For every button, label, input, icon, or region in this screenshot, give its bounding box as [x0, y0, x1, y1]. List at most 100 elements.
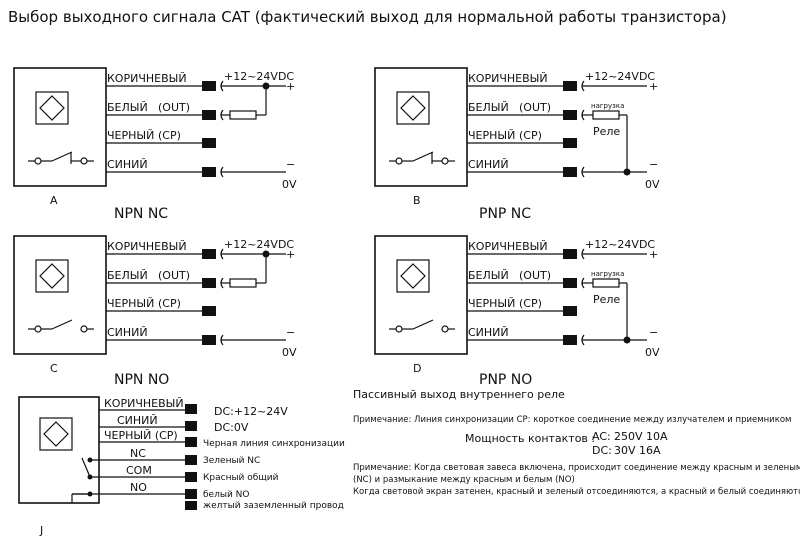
- wire-label-black: ЧЕРНЫЙ: [468, 297, 515, 310]
- relay-label: Реле: [593, 125, 620, 138]
- terminal: [185, 404, 197, 414]
- terminal: [202, 81, 216, 91]
- wire-label-white: БЕЛЫЙ: [107, 269, 148, 282]
- plus-sign: +: [286, 248, 295, 261]
- terminal: [202, 335, 216, 345]
- diagram-letter: C: [50, 362, 58, 375]
- terminal: [185, 489, 197, 499]
- wire-label-cp: (CP): [158, 129, 181, 142]
- terminal: [185, 421, 197, 431]
- wire-label-out: (OUT): [519, 101, 551, 114]
- wire-label-white: БЕЛЫЙ: [468, 101, 509, 114]
- j-green-nc: Зеленый NC: [203, 456, 260, 466]
- diagram-letter: J: [39, 524, 43, 537]
- zero-volt-label: 0V: [282, 346, 297, 359]
- load-resistor: [229, 278, 257, 288]
- minus-sign: −: [649, 326, 658, 339]
- relay-label: Реле: [593, 293, 620, 306]
- note-sync-line: Примечание: Линия синхронизации CP: коро…: [353, 415, 791, 425]
- wire-label-white: БЕЛЫЙ: [468, 269, 509, 282]
- wire-label-white: БЕЛЫЙ: [107, 101, 148, 114]
- j-white-no: белый NO: [203, 490, 249, 500]
- note-line-1: Примечание: Когда световая завеса включе…: [353, 463, 800, 473]
- wire-label-black: ЧЕРНЫЙ: [107, 129, 154, 142]
- diagram-d: КОРИЧНЕВЫЙ БЕЛЫЙ (OUT) ЧЕРНЫЙ (CP) СИНИЙ…: [374, 235, 660, 388]
- diagram-a: КОРИЧНЕВЫЙ БЕЛЫЙ (OUT) ЧЕРНЫЙ (CP) СИНИЙ…: [13, 67, 297, 222]
- terminal: [202, 249, 216, 259]
- plus-sign: +: [286, 80, 295, 93]
- terminal: [563, 81, 577, 91]
- j-dc-plus: DC:+12~24V: [214, 405, 288, 418]
- terminal: [202, 167, 216, 177]
- wire-label-blue: СИНИЙ: [107, 158, 148, 171]
- j-yellow-ground: желтый заземленный провод: [203, 501, 344, 511]
- j-nc-label: NC: [130, 447, 146, 460]
- contact-dc-label: DC:: [592, 444, 612, 457]
- minus-sign: −: [286, 158, 295, 171]
- terminal: [563, 138, 577, 148]
- terminal: [563, 335, 577, 345]
- terminal: [185, 472, 197, 482]
- diagram-letter: A: [50, 194, 58, 207]
- j-com-label: COM: [126, 464, 152, 477]
- note-line-2: (NC) и размыкание между красным и белым …: [353, 475, 575, 485]
- j-wire-brown: КОРИЧНЕВЫЙ: [104, 397, 184, 410]
- page-title: Выбор выходного сигнала CAT (фактический…: [8, 8, 727, 26]
- terminal: [202, 278, 216, 288]
- wire-label-brown: КОРИЧНЕВЫЙ: [468, 240, 548, 253]
- diagram-caption: PNP NO: [479, 372, 532, 388]
- wire-label-brown: КОРИЧНЕВЫЙ: [107, 72, 187, 85]
- wire-label-black: ЧЕРНЫЙ: [107, 297, 154, 310]
- contact-rating: Мощность контактов : AC: 250V 10A DC: 30…: [465, 430, 668, 457]
- sensor-box-no: [374, 235, 468, 355]
- terminal: [202, 110, 216, 120]
- sensor-box-nc: [13, 67, 107, 187]
- contact-ac-values: 250V 10A: [614, 430, 668, 443]
- sensor-diamond-icon: [43, 421, 69, 447]
- passive-output-title: Пассивный выход внутреннего реле: [353, 388, 565, 401]
- diagram-j: КОРИЧНЕВЫЙ СИНИЙ ЧЕРНЫЙ (CP) NC COM NO D…: [18, 396, 345, 537]
- plus-sign: +: [649, 248, 658, 261]
- terminal: [563, 306, 577, 316]
- contact-rating-label: Мощность контактов :: [465, 432, 595, 445]
- terminal: [185, 501, 197, 510]
- diagram-letter: B: [413, 194, 421, 207]
- wire-label-blue: СИНИЙ: [468, 158, 509, 171]
- terminal: [563, 278, 577, 288]
- terminal: [185, 455, 197, 465]
- diagram-caption: NPN NC: [114, 206, 168, 222]
- terminal: [563, 110, 577, 120]
- note-line-3: Когда световой экран затенен, красный и …: [353, 487, 800, 497]
- supply-label: +12~24VDC: [585, 70, 655, 83]
- zero-volt-label: 0V: [645, 178, 660, 191]
- j-red-common: Красный общий: [203, 473, 279, 483]
- terminal: [202, 138, 216, 148]
- zero-volt-label: 0V: [282, 178, 297, 191]
- diagram-c: КОРИЧНЕВЫЙ БЕЛЫЙ (OUT) ЧЕРНЫЙ (CP) СИНИЙ…: [13, 235, 297, 388]
- j-dc-zero: DC:0V: [214, 421, 249, 434]
- wire-label-brown: КОРИЧНЕВЫЙ: [468, 72, 548, 85]
- zero-volt-label: 0V: [645, 346, 660, 359]
- contact-dc-values: 30V 16A: [614, 444, 661, 457]
- wire-label-cp: (CP): [519, 129, 542, 142]
- diagram-caption: PNP NC: [479, 206, 531, 222]
- plus-sign: +: [649, 80, 658, 93]
- load-label: нагрузка: [591, 270, 624, 278]
- wire-label-blue: СИНИЙ: [107, 326, 148, 339]
- wire-label-out: (OUT): [158, 269, 190, 282]
- supply-label: +12~24VDC: [224, 238, 294, 251]
- diagram-caption: NPN NO: [114, 372, 169, 388]
- sensor-box-relay: [18, 396, 100, 504]
- wire-label-cp: (CP): [158, 297, 181, 310]
- supply-label: +12~24VDC: [585, 238, 655, 251]
- contact-ac-label: AC:: [592, 430, 611, 443]
- j-wire-blue: СИНИЙ: [117, 414, 158, 427]
- terminal: [185, 437, 197, 447]
- minus-sign: −: [286, 326, 295, 339]
- load-resistor: [592, 110, 620, 120]
- load-label: нагрузка: [591, 102, 624, 110]
- terminal: [563, 249, 577, 259]
- diagram-letter: D: [413, 362, 421, 375]
- wire-label-brown: КОРИЧНЕВЫЙ: [107, 240, 187, 253]
